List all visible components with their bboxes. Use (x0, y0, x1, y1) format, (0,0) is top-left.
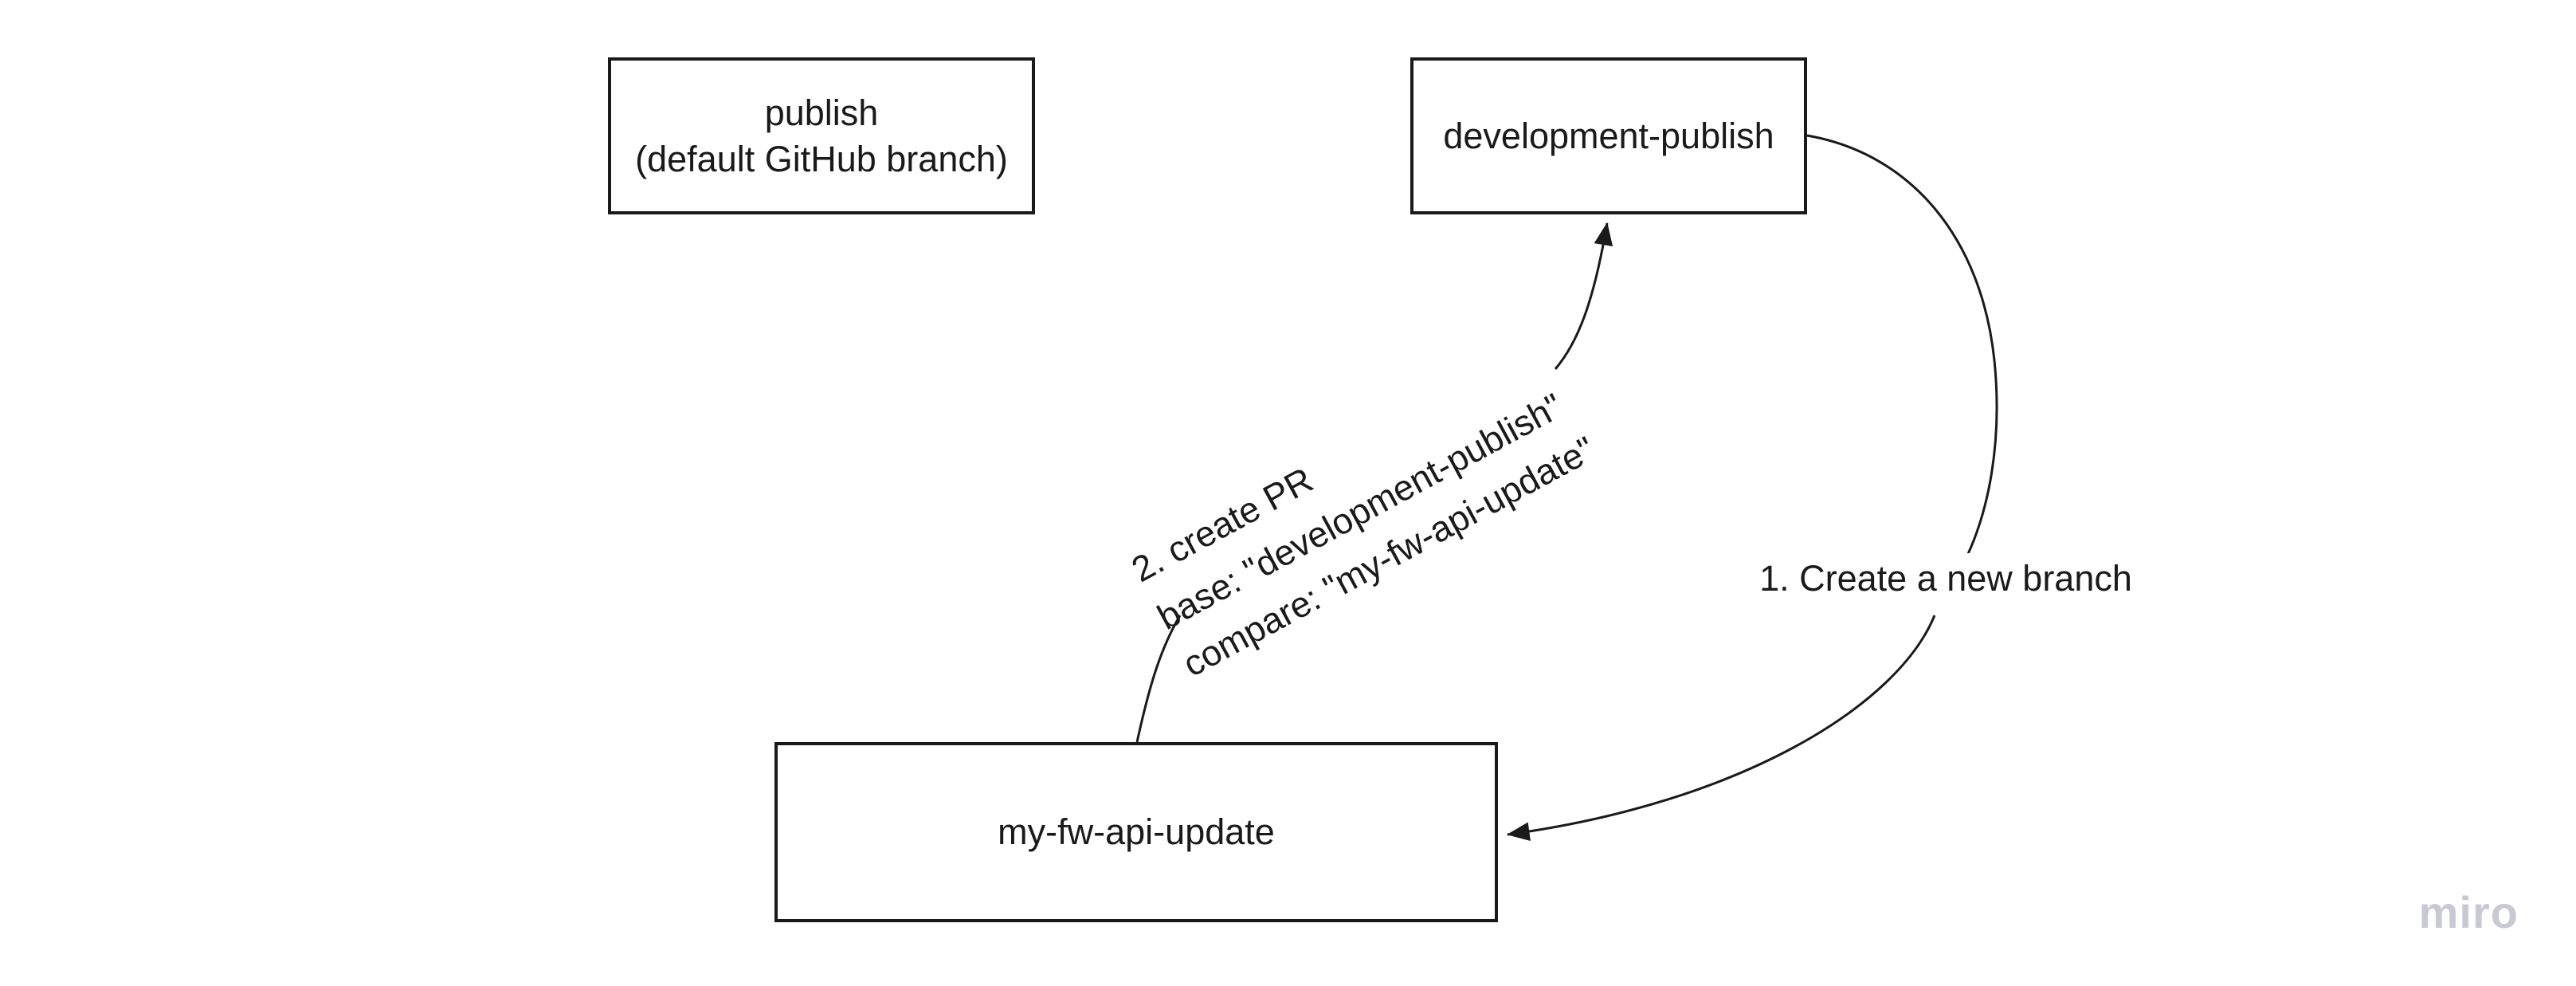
node-publish-label: publish (default GitHub branch) (635, 90, 1008, 182)
node-development-publish-branch[interactable]: development-publish (1410, 57, 1807, 214)
node-publish-branch[interactable]: publish (default GitHub branch) (608, 57, 1035, 214)
connector-create-pr-lower-segment[interactable] (1135, 615, 1182, 743)
connector-create-branch-lower-segment[interactable] (1506, 615, 1936, 842)
node-my-fw-api-update-branch[interactable]: my-fw-api-update (774, 742, 1498, 922)
connector-label-create-branch[interactable]: 1. Create a new branch (1748, 553, 2143, 604)
node-publish-label-line1: publish (764, 92, 879, 133)
connector-create-pr-upper-segment[interactable] (1554, 222, 1613, 370)
miro-watermark-logo: miro (2418, 887, 2519, 937)
node-publish-label-line2: (default GitHub branch) (635, 138, 1008, 179)
node-development-publish-label: development-publish (1443, 115, 1774, 156)
node-my-fw-api-update-label: my-fw-api-update (998, 811, 1275, 853)
connector-create-branch-upper-segment[interactable] (1806, 134, 1998, 571)
